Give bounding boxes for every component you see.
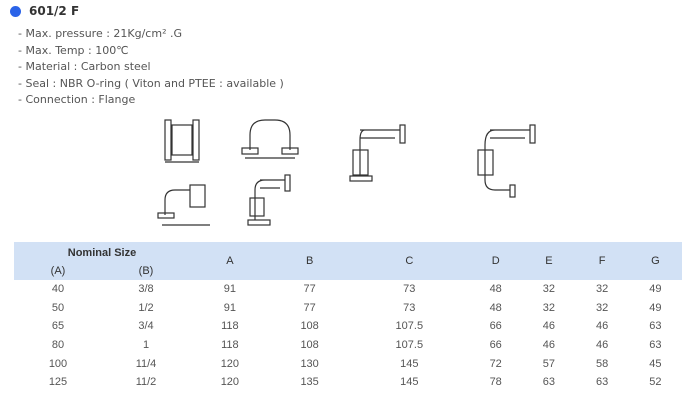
table-cell: 73 (403, 283, 416, 296)
table-cell: 145 (400, 376, 419, 389)
drawing-u-type (241, 119, 299, 159)
table-row: 65 3/4 118 108 107.5 66 46 46 63 (14, 317, 682, 336)
table-cell: 91 (223, 301, 236, 314)
drawing-single-elbow (157, 184, 210, 226)
table-cell: 100 (48, 357, 68, 370)
table-cell: 145 (400, 357, 419, 370)
table-cell: 40 (51, 283, 65, 296)
table-cell: 135 (300, 376, 319, 389)
table-cell: 46 (542, 320, 556, 333)
spec-item: - Max. pressure : 21Kg/cm² .G (18, 27, 183, 40)
table-cell: 65 (51, 320, 65, 333)
table-cell: 66 (489, 320, 502, 333)
table-cell: 32 (595, 301, 609, 314)
table-cell: 63 (542, 376, 556, 389)
table-cell: 1 (142, 339, 150, 352)
table-cell: 107.5 (395, 339, 424, 352)
table-cell: 1/2 (138, 301, 154, 314)
table-cell: 32 (595, 283, 609, 296)
table-cell: 48 (489, 283, 502, 296)
drawing-double-elbow (349, 124, 406, 182)
spec-item: - Max. Temp : 100℃ (18, 43, 129, 57)
spec-item: - Connection : Flange (18, 93, 136, 107)
table-cell: 46 (595, 339, 609, 352)
table-cell: 11/2 (135, 376, 157, 389)
table-cell: 80 (51, 339, 65, 352)
table-cell: 78 (489, 376, 502, 389)
table-cell: 45 (649, 357, 662, 370)
col-header: F (598, 255, 606, 267)
table-cell: 108 (300, 320, 319, 333)
table-row: 125 11/2 120 135 145 78 63 63 52 (14, 373, 682, 392)
table-cell: 72 (489, 357, 502, 370)
table-cell: 58 (595, 357, 609, 370)
table-row: 50 1/2 91 77 73 48 32 32 49 (14, 299, 682, 318)
bullet-icon (10, 5, 21, 17)
table-cell: 3/8 (138, 283, 154, 296)
table-cell: 66 (489, 339, 502, 352)
col-header: D (491, 255, 500, 267)
table-cell: 77 (303, 301, 316, 314)
table-cell: 3/4 (138, 320, 154, 333)
spec-item: - Material : Carbon steel (18, 60, 151, 74)
table-cell: 63 (649, 339, 662, 352)
table-cell: 130 (300, 357, 319, 370)
product-title: 601/2 F (10, 4, 79, 18)
col-header: A (226, 255, 234, 267)
table-cell: 120 (220, 376, 240, 389)
table-cell: 11/4 (135, 357, 157, 370)
col-header: (A) (50, 264, 66, 277)
drawing-vertical-elbow (247, 174, 291, 226)
table-cell: 125 (48, 376, 68, 389)
table-cell: 32 (542, 283, 556, 296)
drawing-triple-elbow (477, 124, 536, 198)
swivel-joint-drawings (157, 119, 536, 226)
col-header: C (405, 255, 414, 267)
table-cell: 77 (303, 283, 316, 296)
table-cell: 50 (51, 301, 65, 314)
table-cell: 32 (542, 301, 556, 314)
dimension-table: Nominal Size A B C D E F G (A) (B) 40 3/8 9… (14, 242, 682, 392)
table-cell: 63 (649, 320, 662, 333)
spec-list: - Max. pressure : 21Kg/cm² .G - Max. Tem… (18, 26, 284, 109)
table-cell: 118 (221, 320, 239, 333)
table-cell: 57 (542, 357, 556, 370)
table-cell: 118 (221, 339, 239, 352)
table-cell: 46 (595, 320, 609, 333)
table-cell: 63 (595, 376, 609, 389)
drawing-straight (164, 119, 200, 163)
table-cell: 52 (649, 376, 662, 389)
table-row: 80 1 118 108 107.5 66 46 46 63 (14, 336, 682, 355)
table-cell: 91 (223, 283, 236, 296)
nominal-size-header: Nominal Size (67, 247, 137, 259)
table-cell: 48 (489, 301, 502, 314)
table-row: 100 11/4 120 130 145 72 57 58 45 (14, 354, 682, 373)
table-cell: 46 (542, 339, 556, 352)
table-cell: 108 (300, 339, 319, 352)
col-header: G (651, 255, 660, 267)
table-row: 40 3/8 91 77 73 48 32 32 49 (14, 280, 682, 299)
table-cell: 73 (403, 301, 416, 314)
col-header: E (545, 255, 553, 267)
table-cell: 120 (220, 357, 240, 370)
col-header: B (305, 255, 314, 267)
table-cell: 107.5 (395, 320, 424, 333)
col-header: (B) (138, 264, 154, 277)
table-cell: 49 (649, 283, 662, 296)
table-cell: 49 (649, 301, 662, 314)
spec-item: - Seal : NBR O-ring ( Viton and PTEE : a… (18, 76, 284, 90)
